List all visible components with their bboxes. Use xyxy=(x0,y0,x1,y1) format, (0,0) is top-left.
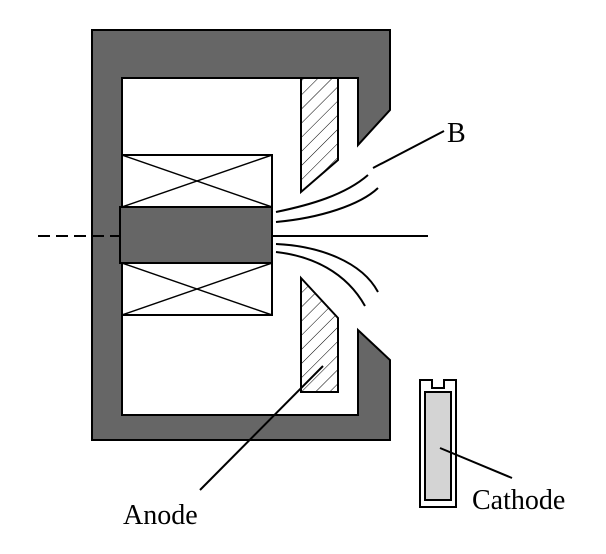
cathode-leader-line xyxy=(439,447,513,479)
lower-coil xyxy=(121,262,273,316)
lower-anode xyxy=(300,275,339,393)
central-pole-core xyxy=(119,206,273,264)
upper-anode xyxy=(300,77,339,195)
anode-label: Anode xyxy=(123,500,198,531)
b-field-label: B xyxy=(447,118,466,149)
anode-leader-line xyxy=(199,365,324,491)
upper-coil xyxy=(121,154,273,208)
field-lines-lower xyxy=(275,243,379,307)
b-leader-line xyxy=(372,130,445,169)
cathode-label: Cathode xyxy=(472,485,565,516)
field-lines-upper xyxy=(275,174,379,223)
cathode xyxy=(419,379,457,508)
